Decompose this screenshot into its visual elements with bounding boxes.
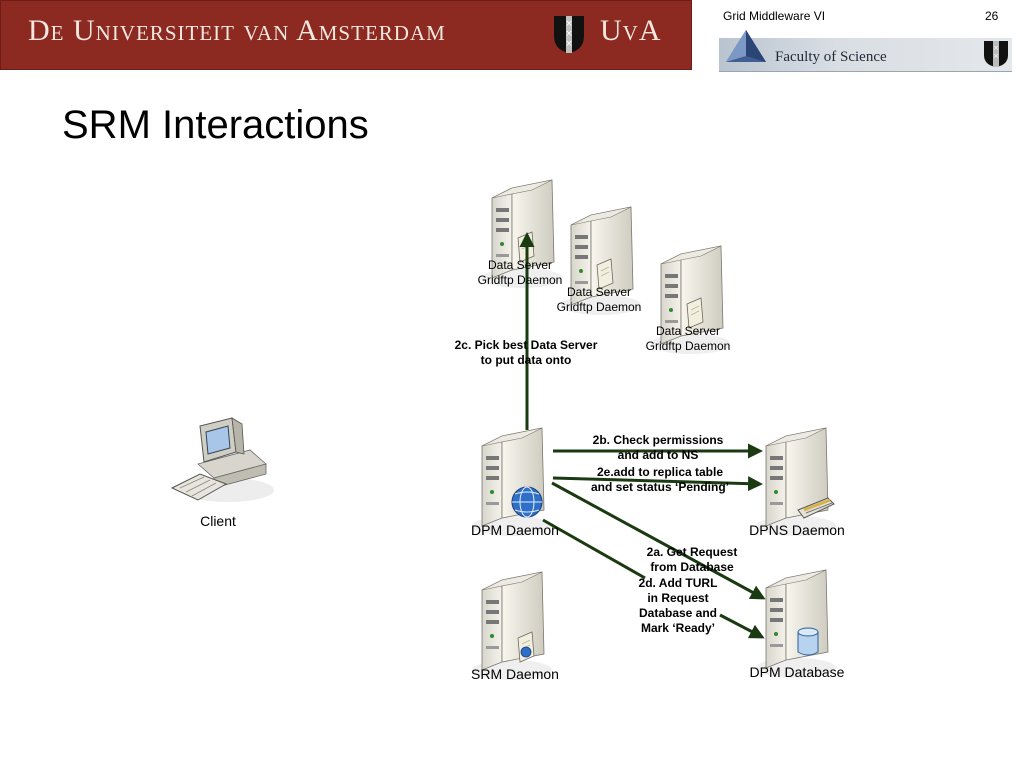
dpm-database-label: DPM Database [749,664,845,680]
srm-daemon-label: SRM Daemon [471,666,559,682]
arrow-2a [551,481,766,600]
svg-text:×: × [565,29,573,39]
svg-text:×: × [993,52,999,60]
course-title: Grid Middleware VI [723,9,826,23]
slide-title: SRM Interactions [62,103,369,147]
uva-wordmark: UvA [600,14,662,47]
svg-text:×: × [565,39,573,49]
faculty-pyramid-icon [726,30,766,62]
database-cylinder-icon [797,627,819,656]
client-label: Client [200,513,236,529]
dpm-database-server-icon [755,569,837,679]
svg-text:×: × [993,44,999,52]
arrow-2e [552,476,763,492]
client-computer-icon [170,417,274,502]
srm-daemon-server-icon [471,571,553,681]
university-banner: De Universiteit van Amsterdam × × × UvA [0,0,692,70]
directory-tray-icon [797,497,835,519]
arrow-2d-head [719,613,765,639]
svg-text:×: × [565,19,573,29]
arrow-2d-lower [542,518,646,580]
faculty-crest-icon: × × [984,41,1008,67]
keyboard-icon [170,473,228,501]
uva-crest-icon: × × × [554,16,584,53]
faculty-bar [719,38,1012,72]
dpns-daemon-server-icon [755,427,837,537]
university-name: De Universiteit van Amsterdam [28,14,446,47]
page-number: 26 [985,9,999,23]
globe-icon [511,486,543,518]
dpm-daemon-server-icon [471,427,553,537]
dpm-daemon-label: DPM Daemon [471,522,559,538]
faculty-name: Faculty of Science [775,49,887,65]
dpns-daemon-label: DPNS Daemon [749,522,845,538]
